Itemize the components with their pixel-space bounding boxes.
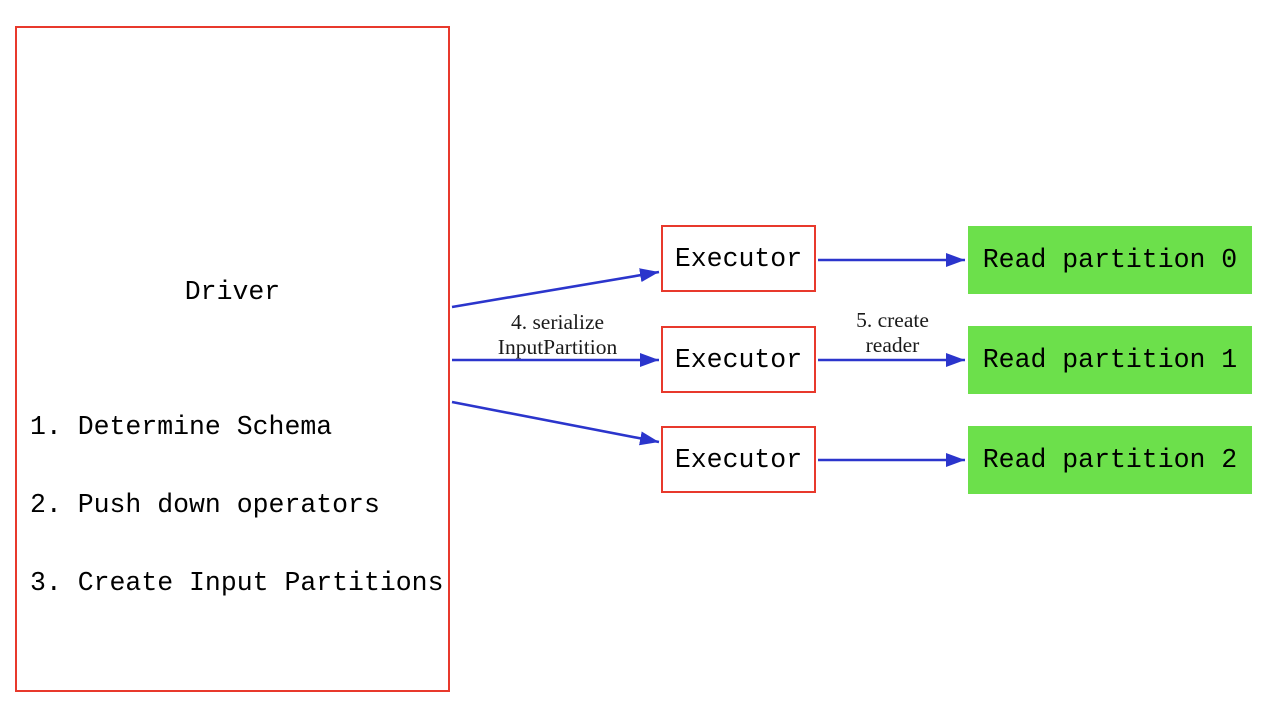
read-partition-box-1: Read partition 1 — [968, 326, 1252, 394]
driver-steps: 1. Determine Schema 2. Push down operato… — [30, 362, 443, 648]
serialize-inputpartition-label: 4. serialize InputPartition — [497, 310, 618, 359]
executor-label-0: Executor — [674, 243, 803, 274]
driver-title: Driver — [184, 277, 281, 307]
read-partition-label-0: Read partition 0 — [982, 245, 1238, 275]
read-partition-box-2: Read partition 2 — [968, 426, 1252, 494]
arrow-driver-to-executor-2 — [451, 400, 660, 446]
driver-step-3: 3. Create Input Partitions — [30, 568, 444, 598]
driver-step-2: 2. Push down operators — [30, 490, 380, 520]
driver-box — [15, 26, 450, 692]
executor-box-0: Executor — [661, 225, 816, 292]
executor-label-2: Executor — [674, 444, 803, 475]
arrow-driver-to-executor-0 — [451, 268, 660, 309]
create-reader-label: 5. create reader — [856, 308, 929, 357]
driver-step-1: 1. Determine Schema — [30, 412, 333, 442]
read-partition-box-0: Read partition 0 — [968, 226, 1252, 294]
executor-box-1: Executor — [661, 326, 816, 393]
executor-label-1: Executor — [674, 344, 803, 375]
read-partition-label-1: Read partition 1 — [982, 345, 1238, 375]
executor-box-2: Executor — [661, 426, 816, 493]
read-partition-label-2: Read partition 2 — [982, 445, 1238, 475]
